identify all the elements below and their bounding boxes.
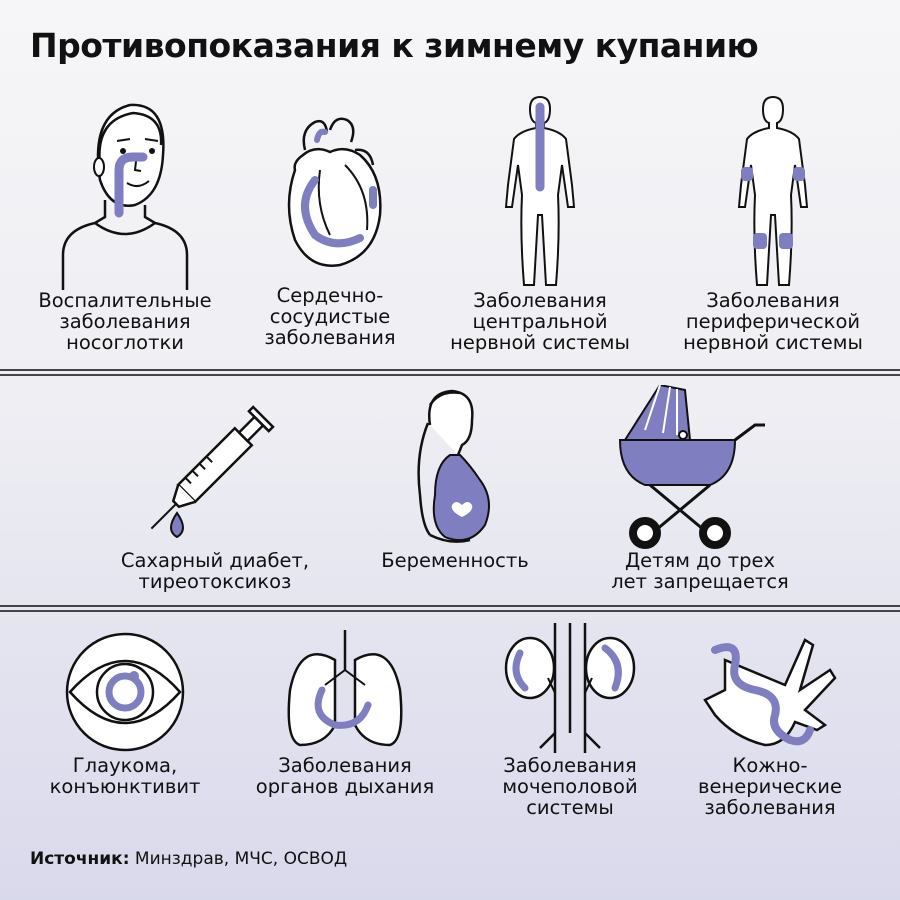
item-lungs: Заболевания органов дыхания xyxy=(250,630,440,797)
label-cns: Заболевания центральной нервной системы xyxy=(450,289,630,354)
item-eye: Глаукома, конъюнктивит xyxy=(30,630,220,797)
pregnant-woman-icon xyxy=(417,389,490,543)
item-pns: Заболевания периферической нервной систе… xyxy=(668,95,878,353)
syringe-icon xyxy=(150,405,275,539)
item-nasopharynx: Воспалительные заболевания носоглотки xyxy=(30,95,220,353)
divider-2 xyxy=(0,605,900,612)
face-nasopharynx-icon xyxy=(61,103,189,290)
item-diabetes: Сахарный диабет, тиреотоксикоз xyxy=(110,385,320,592)
item-children: Детям до трех лет запрещается xyxy=(600,385,800,592)
kidneys-icon xyxy=(504,623,636,753)
hand-icon xyxy=(703,638,837,747)
label-cardio: Сердечно- сосудистые заболевания xyxy=(264,284,396,349)
page-title: Противопоказания к зимнему купанию xyxy=(30,26,759,65)
divider-1 xyxy=(0,369,900,376)
label-diabetes: Сахарный диабет, тиреотоксикоз xyxy=(120,549,310,593)
baby-stroller-icon xyxy=(618,385,765,549)
item-skin: Кожно- венерические заболевания xyxy=(680,630,860,818)
item-pregnancy: Беременность xyxy=(360,385,550,571)
item-urogenital: Заболевания мочеполовой системы xyxy=(475,623,665,818)
label-pns: Заболевания периферической нервной систе… xyxy=(683,289,863,354)
label-urogenital: Заболевания мочеполовой системы xyxy=(502,754,638,819)
label-eye: Глаукома, конъюнктивит xyxy=(49,754,201,798)
source-prefix: Источник: xyxy=(30,849,130,869)
label-lungs: Заболевания органов дыхания xyxy=(255,754,435,798)
label-children: Детям до трех лет запрещается xyxy=(611,549,789,593)
label-skin: Кожно- венерические заболевания xyxy=(698,754,842,819)
item-cns: Заболевания центральной нервной системы xyxy=(440,95,640,353)
body-joints-icon xyxy=(737,95,809,286)
eye-icon xyxy=(65,632,185,752)
item-cardio: Сердечно- сосудистые заболевания xyxy=(235,110,425,348)
label-nasopharynx: Воспалительные заболевания носоглотки xyxy=(38,289,212,354)
source-note: Источник: Минздрав, МЧС, ОСВОД xyxy=(30,849,347,869)
source-text: Минздрав, МЧС, ОСВОД xyxy=(129,849,348,869)
label-pregnancy: Беременность xyxy=(381,549,529,572)
heart-icon xyxy=(287,117,382,267)
body-spine-icon xyxy=(504,95,576,286)
lungs-icon xyxy=(287,630,403,747)
